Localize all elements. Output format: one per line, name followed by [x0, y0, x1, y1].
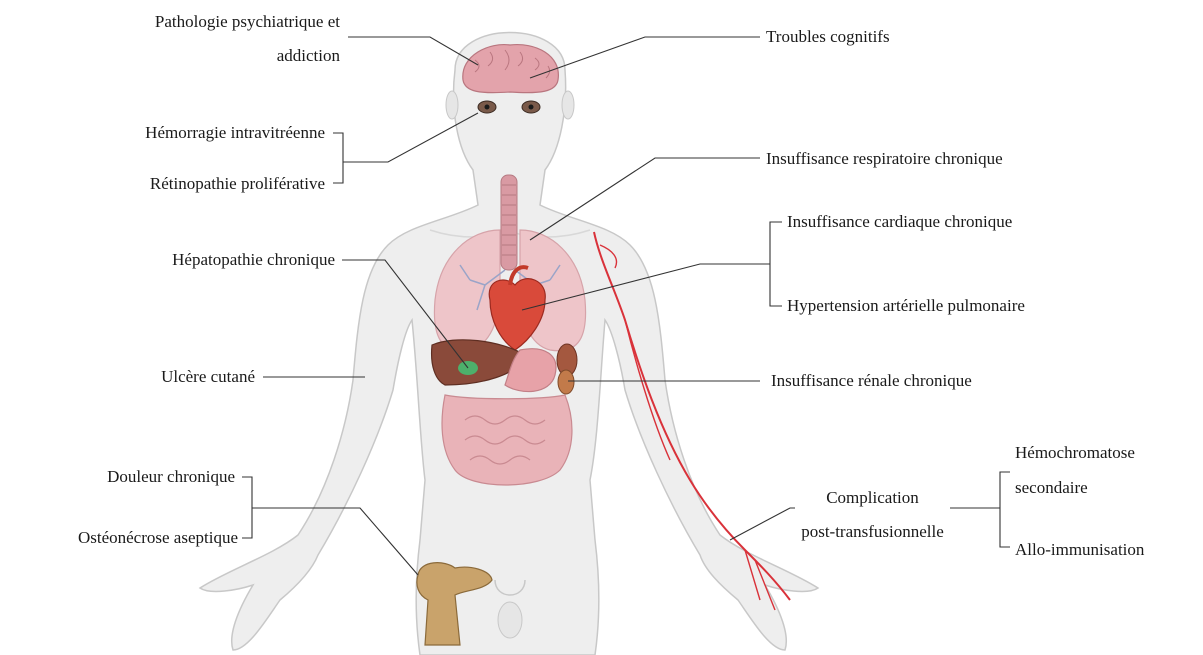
label-hemochromatose-line1: Hémochromatose: [1015, 442, 1135, 464]
label-troubles-cognitifs: Troubles cognitifs: [766, 26, 890, 48]
label-hemorragie: Hémorragie intravitréenne: [20, 122, 325, 144]
label-insuff-respiratoire: Insuffisance respiratoire chronique: [766, 148, 1003, 170]
label-ulcere: Ulcère cutané: [60, 366, 255, 388]
label-douleur: Douleur chronique: [10, 466, 235, 488]
brain-organ: [463, 45, 559, 93]
bracket-complication: [1000, 472, 1010, 547]
intestines: [442, 395, 572, 485]
label-complication-line1: Complication: [795, 487, 950, 509]
bracket-eyes: [333, 133, 343, 183]
label-hta-pulmonaire: Hypertension artérielle pulmonaire: [787, 295, 1025, 317]
label-insuff-renale: Insuffisance rénale chronique: [771, 370, 972, 392]
label-insuff-cardiaque: Insuffisance cardiaque chronique: [787, 211, 1012, 233]
label-hepatopathie: Hépatopathie chronique: [40, 249, 335, 271]
bracket-heart: [770, 222, 782, 306]
label-retinopathie: Rétinopathie proliférative: [20, 173, 325, 195]
label-allo-immunisation: Allo-immunisation: [1015, 539, 1144, 561]
label-pathologie-line1: Pathologie psychiatrique et: [40, 11, 340, 33]
trachea: [501, 175, 517, 270]
label-hemochromatose-line2: secondaire: [1015, 477, 1088, 499]
bracket-bone: [242, 477, 252, 538]
label-osteonecrose: Ostéonécrose aseptique: [5, 527, 238, 549]
label-complication-line2: post-transfusionnelle: [770, 521, 975, 543]
label-pathologie-line2: addiction: [40, 45, 340, 67]
